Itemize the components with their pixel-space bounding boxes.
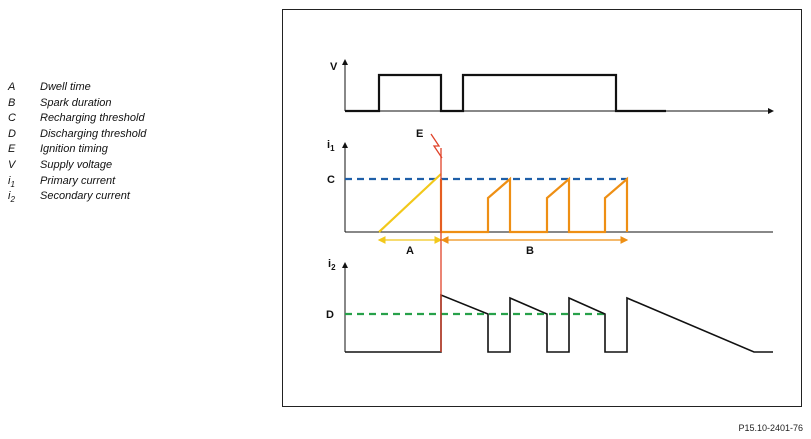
legend-key: D <box>8 127 16 140</box>
secondary-current-trace <box>345 293 773 353</box>
legend-text: Discharging threshold <box>40 127 147 140</box>
legend-key-letter: i <box>8 174 11 187</box>
legend-key: i2 <box>8 189 38 208</box>
spark-duration-label: B <box>526 245 534 257</box>
legend-key: i1 <box>8 174 38 193</box>
spark-bolt-icon <box>430 133 443 159</box>
legend-key-letter: i <box>8 190 11 203</box>
threshold-d-label: D <box>326 309 334 321</box>
i2-axis-label: i2 <box>328 258 336 272</box>
threshold-c-label: C <box>327 174 335 186</box>
reference-code: P15.10-2401-76 <box>738 423 803 433</box>
legend-text: Recharging threshold <box>40 112 145 125</box>
i2-axis-letter: i <box>328 258 331 270</box>
i1-axis-label: i1 <box>327 139 335 153</box>
ignition-diagram-frame: V i1 C A B i2 D E <box>282 9 802 407</box>
legend-text: Dwell time <box>40 81 91 93</box>
legend-key-subscript: 1 <box>10 179 15 189</box>
legend-text: Secondary current <box>40 190 130 203</box>
i1-axis-subscript: 1 <box>330 144 335 153</box>
v-axis-label: V <box>330 61 338 73</box>
legend-key: V <box>8 158 16 171</box>
legend-text: Ignition timing <box>40 143 108 156</box>
legend-key: B <box>8 96 16 109</box>
supply-voltage-trace <box>345 73 666 113</box>
i2-axis-subscript: 2 <box>331 263 336 272</box>
legend-key: E <box>8 143 16 156</box>
legend-text: Primary current <box>40 174 116 187</box>
i1-axis-letter: i <box>327 139 330 151</box>
legend-text: Spark duration <box>40 96 112 109</box>
primary-current-trace <box>439 176 629 234</box>
legend-key-subscript: 2 <box>10 195 15 205</box>
ignition-timing-label: E <box>416 128 423 140</box>
legend-key: A <box>8 81 16 93</box>
dwell-time-label: A <box>406 245 414 257</box>
dwell-ramp <box>378 173 442 233</box>
legend-text: Supply voltage <box>40 158 113 171</box>
ignition-diagram: V i1 C A B i2 D E <box>326 59 774 353</box>
legend-key: C <box>8 112 16 125</box>
